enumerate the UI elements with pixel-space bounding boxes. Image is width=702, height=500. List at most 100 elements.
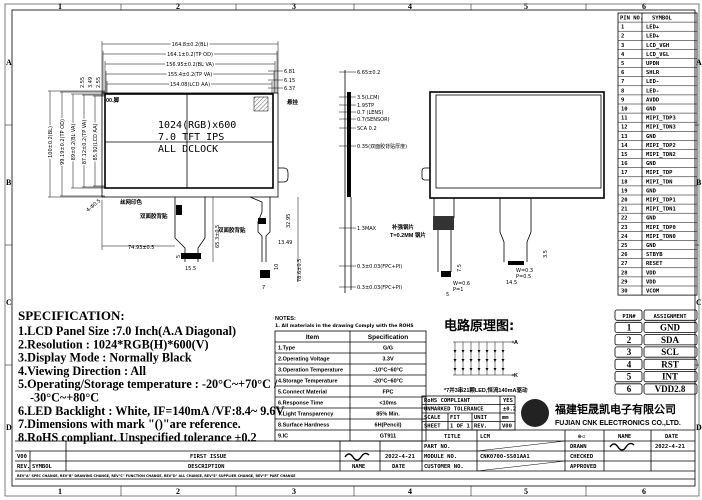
- dim-7-5: 7.5: [457, 264, 463, 272]
- pin-number: 12: [621, 125, 628, 131]
- led-icon: [485, 359, 489, 362]
- cell: [614, 321, 643, 333]
- pin-number: 15: [621, 152, 628, 158]
- assignment-header-pin: PIN#: [622, 314, 636, 320]
- revision-signature: [344, 452, 370, 461]
- spec-line: 4.Viewing Direction : All: [18, 364, 147, 378]
- outer-border: [4, 3, 700, 497]
- pin-number: 22: [621, 216, 628, 222]
- pin-symbol: UPDN: [646, 61, 659, 67]
- dim-p-1: P=1: [453, 287, 463, 293]
- led-icon: [453, 350, 457, 353]
- symbol-header: SYMBOL: [32, 464, 53, 470]
- company-name-cn: 福建钜晟凯电子有限公司: [554, 402, 676, 416]
- stiffener-note-1: 补强钢片: [391, 223, 415, 231]
- rohs-cell: V00: [502, 424, 512, 430]
- spec-value: <10ms: [379, 401, 396, 407]
- dim-2-55b: 2.55: [96, 77, 102, 88]
- led-icon: [485, 350, 489, 353]
- grid-row-right: A: [696, 58, 702, 67]
- dim-w-0-3: W=0.3: [516, 268, 533, 274]
- spec-item: 5.Connect Material: [278, 390, 327, 396]
- pin-number: 13: [621, 134, 628, 140]
- pin-header-symbol: SYMBOL: [652, 16, 673, 22]
- rohs-cell: SHEET: [424, 424, 441, 430]
- side-tab: [278, 167, 289, 183]
- pin-symbol: GND: [646, 134, 657, 140]
- pin-number: 5: [621, 61, 624, 67]
- revision-date: 2022-4-21: [385, 454, 415, 460]
- customer-no-strike: [476, 460, 566, 472]
- spec-value: GT911: [380, 434, 397, 440]
- led-icon: [493, 359, 497, 362]
- led-icon: [501, 350, 505, 353]
- spec-line: 3.Display Mode : Normally Black: [18, 351, 192, 365]
- right-small-dimensions: 6.81 6.15 6.37: [268, 69, 295, 92]
- led-icon: [501, 368, 505, 371]
- pin-number: 20: [621, 198, 628, 204]
- grid-col-bottom: 5: [524, 487, 528, 496]
- pin-number: 4: [621, 52, 625, 58]
- pin-symbol: GND: [646, 188, 657, 194]
- spec-line: 8.RoHS compliant. Unspecified tolerance …: [18, 430, 257, 444]
- cell: [643, 334, 698, 346]
- dim-14-5: 14.5: [506, 280, 517, 286]
- dim-label-h: 156.95±0.2(BL VA): [166, 62, 214, 68]
- dim-32-95: 32.95: [286, 214, 292, 228]
- cell: [643, 346, 698, 358]
- top-small-dimensions: 2.55 3.49 2.55: [80, 77, 102, 88]
- led-icon: [477, 359, 481, 362]
- rev-header: REV.: [17, 464, 30, 470]
- dim-6-37: 6.37: [284, 86, 295, 92]
- dim-3-5: 3.5: [543, 250, 549, 258]
- side-dim-label: 0.7(SENSOR): [357, 117, 390, 123]
- dim-78-6: 78.6±0.5: [297, 259, 303, 282]
- note-silkscreen: 丝网印色: [120, 198, 143, 206]
- pin-symbol: LED+: [646, 34, 660, 40]
- hole-dim: 4-Φ0.5: [85, 198, 102, 213]
- led-icon: [461, 368, 465, 371]
- side-dim-label: 0.3±0.03(FPC+PI): [357, 285, 402, 291]
- company-name-en: FUJIAN CNK ELECTRONICS CO.,LTD.: [555, 420, 681, 427]
- small-fpc-connector: [260, 270, 270, 278]
- anode-label: A: [514, 340, 518, 346]
- dim-label-h: 154.08(LCD AA): [170, 82, 210, 88]
- led-icon: [461, 359, 465, 362]
- panel-text-resolution: 1024(RGB)x600: [158, 120, 236, 131]
- pin-symbol: MIPI_TDN1: [646, 207, 676, 213]
- pin-number: 21: [621, 207, 628, 213]
- pin-number: 23: [621, 225, 628, 231]
- pin-row: 13 GND: [618, 131, 697, 140]
- cell: [614, 309, 643, 321]
- spec-line: -30°C~+80°C: [30, 391, 99, 405]
- date-label: DATE: [665, 434, 678, 440]
- pin-symbol: GND: [646, 107, 657, 113]
- led-icon: [493, 350, 497, 353]
- stiffener-note-2: T=0.2MM 钢片: [390, 231, 426, 239]
- horizontal-dimensions: 164.8±0.2(BL)164.1±0.2(TP OD)156.95±0.2(…: [101, 40, 279, 93]
- backlight-outline: [101, 92, 279, 198]
- assignment-signal: GND: [660, 322, 681, 332]
- pin-number: 29: [621, 279, 628, 285]
- spec-value: 6H(Pencil): [375, 423, 402, 429]
- led-icon: [477, 350, 481, 353]
- description-header: DESCRIPTION: [188, 464, 224, 470]
- led-icon: [469, 368, 473, 371]
- module-no-value: CNK0700-SS01AA1: [480, 454, 530, 460]
- main-fpc-connector: [181, 253, 201, 259]
- name-header: NAME: [352, 464, 365, 470]
- rohs-value: ±0.2: [503, 407, 516, 413]
- panel-text-view: ALL DCLOCK: [158, 144, 218, 155]
